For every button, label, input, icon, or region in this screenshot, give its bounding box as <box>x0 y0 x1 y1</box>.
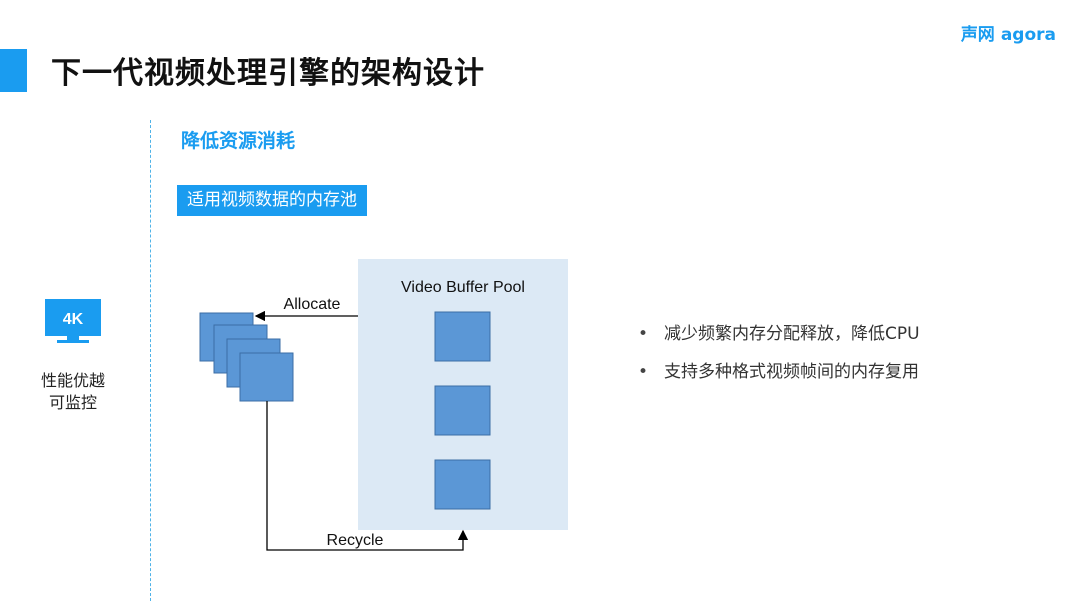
logo-cn: 声网 <box>960 25 995 45</box>
pool-buffer-2 <box>434 385 491 436</box>
pool-buffer-3 <box>434 459 491 510</box>
bullet-item-1: • 减少频繁内存分配释放，降低CPU <box>636 322 920 346</box>
monitor-4k-icon: 4K <box>45 299 101 343</box>
section-tag: 适用视频数据的内存池 <box>177 185 367 216</box>
monitor-screen <box>45 299 101 336</box>
sidebar-label: 性能优越 可监控 <box>36 370 110 414</box>
recycle-label: Recycle <box>327 532 384 549</box>
pool-label: Video Buffer Pool <box>401 279 525 296</box>
section-title: 降低资源消耗 <box>181 130 296 152</box>
allocated-buffer-4 <box>239 352 294 402</box>
monitor-neck <box>67 336 79 340</box>
bullet-text-1: 减少频繁内存分配释放，降低CPU <box>664 324 920 344</box>
title-accent-bar <box>0 49 27 92</box>
bullet-dot: • <box>638 324 649 344</box>
logo-en: agora <box>1000 25 1056 45</box>
allocate-label: Allocate <box>284 296 341 313</box>
buffer-pool-diagram: Video Buffer Pool Allocate Recycle <box>199 259 568 551</box>
sidebar-label-line1: 性能优越 <box>40 371 105 390</box>
sidebar-label-line2: 可监控 <box>48 393 97 412</box>
bullet-dot: • <box>638 362 649 382</box>
monitor-stand <box>57 340 89 343</box>
monitor-label: 4K <box>63 311 84 328</box>
bullet-list: • 减少频繁内存分配释放，降低CPU • 支持多种格式视频帧间的内存复用 <box>636 322 920 398</box>
recycle-arrow <box>266 401 469 551</box>
pool-buffer-1 <box>434 311 491 362</box>
page-title: 下一代视频处理引擎的架构设计 <box>51 56 485 91</box>
bullet-text-2: 支持多种格式视频帧间的内存复用 <box>664 362 919 382</box>
dashed-divider <box>150 120 151 601</box>
bullet-item-2: • 支持多种格式视频帧间的内存复用 <box>636 360 920 384</box>
